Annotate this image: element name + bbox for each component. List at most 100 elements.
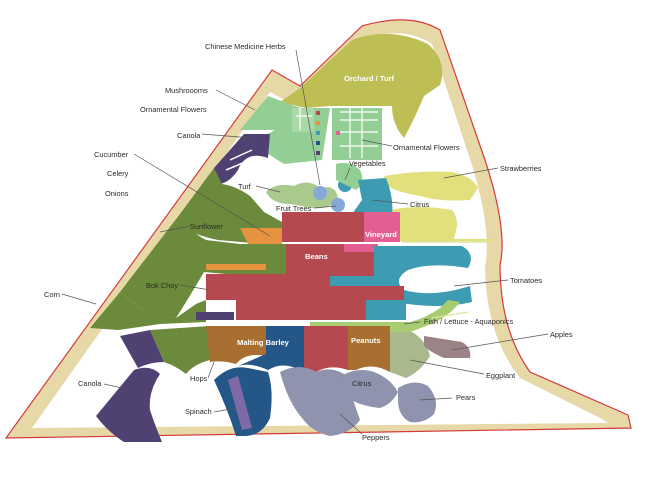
leader-corn (61, 293, 97, 305)
label-vegetables: Vegetables (349, 159, 386, 168)
zone-olive-upper (180, 168, 282, 244)
label-citrus-top: Citrus (410, 200, 430, 209)
zone-brick-row-3 (374, 286, 404, 300)
label-pears: Pears (456, 393, 476, 402)
label-chinese-medicine-herbs: Chinese Medicine Herbs (205, 42, 286, 51)
zone-brick-row-4 (236, 300, 308, 320)
swatch-orange (316, 121, 320, 125)
leader-turf (255, 185, 281, 193)
leader-citrus-top (371, 199, 409, 205)
label-malting-barley: Malting Barley (237, 338, 290, 347)
zone-vegetables-green (336, 162, 363, 190)
label-bok-choy: Bok Choy (146, 281, 178, 290)
road-strip-bottom (431, 311, 469, 319)
zone-brick-row-1 (206, 274, 290, 300)
leader-canola-top (201, 133, 253, 139)
label-canola-bottom: Canola (78, 379, 102, 388)
label-strawberries: Strawberries (500, 164, 542, 173)
zone-apples (424, 336, 471, 358)
fruit-tree-blue-2 (331, 198, 345, 212)
label-cucumber: Cucumber (94, 150, 129, 159)
zone-brick-row-5 (308, 300, 366, 320)
zone-malting-barley (238, 326, 304, 372)
zone-aquaponics (310, 300, 460, 332)
label-onions: Onions (105, 189, 129, 198)
leader-tomatoes (453, 279, 509, 287)
leader-vegetables (344, 167, 351, 181)
zone-vineyard (364, 212, 400, 242)
zone-orange-strip (206, 264, 266, 270)
zone-olive-bottom (150, 326, 210, 374)
zone-peppers (280, 367, 360, 436)
zone-pears (398, 382, 436, 423)
zone-brick-bottom (304, 326, 348, 372)
zone-canola-mid-link (120, 330, 164, 368)
swatch-pink (336, 131, 340, 135)
label-ornamental-flowers-left: Ornamental Flowers (140, 105, 207, 114)
leader-hops (207, 361, 215, 379)
zone-canola-bottom (96, 367, 162, 442)
leader-mushrooms (215, 89, 256, 111)
label-spinach: Spinach (185, 407, 212, 416)
label-turf: Turf (238, 182, 252, 191)
fruit-tree-blue-1 (313, 186, 327, 200)
label-eggplant: Eggplant (486, 371, 515, 380)
swatch-purple (316, 151, 320, 155)
zone-orchard-turf (280, 33, 443, 138)
label-citrus-bottom: Citrus (352, 379, 372, 388)
leader-cucumber (133, 153, 271, 237)
label-orchard-turf: Orchard / Turf (344, 74, 395, 83)
zone-purple-stripes (225, 149, 257, 177)
leader-herbs (295, 49, 321, 186)
label-tomatoes: Tomatoes (510, 276, 542, 285)
leader-pears (419, 397, 453, 401)
leader-apples (451, 333, 549, 351)
leader-aquaponics (403, 321, 421, 325)
label-hops: Hops (190, 374, 208, 383)
zone-olive-lower (90, 292, 206, 330)
label-vineyard: Vineyard (365, 230, 397, 239)
zone-olive-mid (120, 214, 286, 318)
swatch-navy (316, 141, 320, 145)
zone-eggplant-sage (390, 332, 430, 378)
label-peanuts: Peanuts (351, 336, 381, 345)
zone-citrus-bottom (338, 370, 398, 408)
leader-fruit-trees (313, 205, 337, 209)
zone-herbs-left (292, 108, 314, 132)
zone-strawberries (384, 171, 478, 201)
zone-teal-row (330, 276, 374, 286)
leader-strawberries (443, 167, 499, 179)
leader-bok-choy (179, 284, 211, 291)
label-peppers: Peppers (362, 433, 390, 442)
label-beans: Beans (305, 252, 328, 261)
zone-hops (206, 326, 266, 364)
label-fruit-trees: Fruit Trees (276, 204, 312, 213)
label-celery: Celery (107, 169, 129, 178)
zone-brick-upper (282, 212, 364, 242)
swatch-brick (316, 111, 320, 115)
leader-spinach (213, 407, 237, 413)
herb-path-lines (296, 108, 378, 158)
leader-ornamental-right (361, 139, 393, 147)
leader-eggplant (409, 359, 485, 375)
zone-purple-thin (196, 312, 234, 320)
zone-canola-purple (214, 134, 270, 184)
zone-pink-strip (344, 244, 378, 252)
label-apples: Apples (550, 330, 573, 339)
zone-teal-row-2 (366, 300, 406, 320)
label-ornamental-flowers-right: Ornamental Flowers (393, 143, 460, 152)
label-fish-lettuce-aquaponics: Fish / Lettuce - Aquaponics (424, 317, 513, 326)
zone-brick-mid-right (344, 252, 374, 274)
zone-peanuts (348, 326, 390, 372)
leader-sunflower (159, 225, 191, 233)
leader-peppers (339, 413, 363, 435)
label-sunflower: Sunflower (190, 222, 223, 231)
zone-yellow-lower (389, 207, 457, 242)
zone-sunflower (240, 228, 282, 244)
label-mushrooms: Mushroooms (165, 86, 208, 95)
zone-beans (286, 244, 344, 274)
leader-canola-bottom (103, 383, 123, 389)
swatch-teal (316, 131, 320, 135)
label-corn: Corn (44, 290, 60, 299)
